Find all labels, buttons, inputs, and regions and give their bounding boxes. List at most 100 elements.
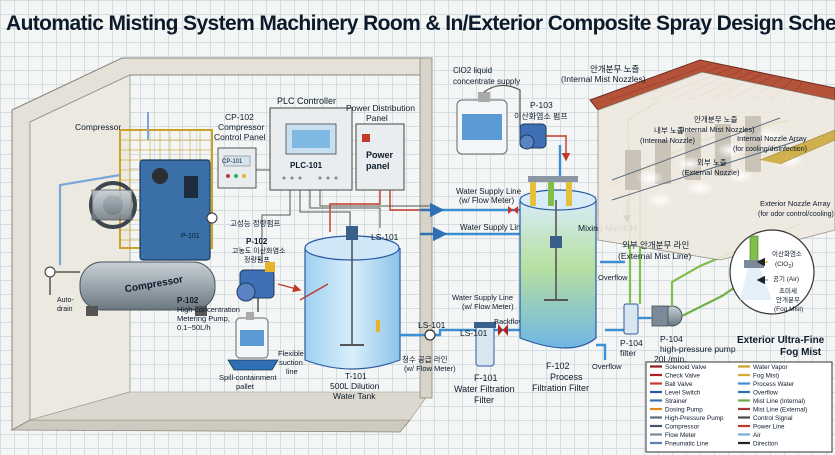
chemical-jug — [227, 312, 279, 371]
p102a-label: P-102 — [246, 237, 268, 246]
power-label-2: panel — [366, 161, 390, 171]
ext-arr-label-2: (for odor control/cooling) — [758, 211, 834, 218]
barn-building — [589, 59, 835, 261]
clo2-label-2: concentrate supply — [453, 77, 520, 86]
pump-p103[interactable] — [519, 123, 547, 150]
wsl-label-1: Water Supply Line — [456, 187, 522, 196]
p104a-label-2: filter — [620, 348, 636, 358]
overflow-label-2: Overflow — [592, 362, 622, 371]
f101-label: F-101 — [474, 373, 498, 383]
circle-label-2c: ) — [791, 261, 793, 268]
dosing-arrow — [277, 283, 302, 293]
legend-right-item-label: Overflow — [753, 390, 778, 397]
compressor-unit[interactable] — [44, 129, 218, 316]
f101-label-2: Water Filtration — [454, 384, 515, 394]
legend-right-item-label: Mist Line (Internal) — [753, 398, 805, 405]
air-line — [58, 173, 121, 265]
p104b-label-2: high-pressure pump — [660, 344, 736, 354]
ls101b-label: LS-101 — [418, 320, 446, 330]
legend-right-item-label: Direction — [753, 441, 778, 448]
process-tank-f102[interactable] — [519, 176, 597, 349]
cp102-label-2: Compressor — [218, 122, 264, 132]
legend-right-item-label: Fog Mist) — [753, 373, 779, 380]
overflow-label: Overflow — [598, 273, 628, 282]
legend-right-item-label: Control Signal — [753, 415, 793, 422]
kr-pump-label: 고성능 정량펌프 — [230, 218, 280, 228]
legend-left-item-label: Check Valve — [665, 373, 700, 380]
int-noz-kr-label: 내부 노즐 — [654, 126, 684, 135]
valve-ls101b[interactable] — [424, 329, 436, 341]
legend-left-item-label: Ball Valve — [665, 381, 693, 388]
filter-f101[interactable] — [474, 322, 496, 367]
ext-line-kr-label: 외부 안개분무 라인 — [622, 240, 689, 250]
pdp-label-2: Panel — [366, 113, 388, 123]
filter-p104[interactable] — [623, 303, 639, 335]
p103-label: P-103 — [530, 100, 553, 110]
flex-label-2: suction — [279, 358, 303, 367]
legend-left-item-label: Solenoid Valve — [665, 364, 707, 371]
ext-noz-kr-label: 외부 노즐 — [697, 157, 727, 167]
f101-label-3: Filter — [474, 395, 494, 405]
pdp-label: Power Distribution — [346, 103, 415, 113]
t101-label-2: 500L Dilution — [330, 381, 380, 391]
legend-left-item-label: Compressor — [665, 424, 699, 431]
f102-label-3: Filtration Filter — [532, 383, 589, 393]
int-mist-en-label: (Internal Mist Nozzles) — [561, 74, 646, 84]
circle-label-3: 공기 (Air) — [773, 274, 799, 283]
power-wiring — [329, 190, 430, 232]
kr-supply-label-2: (w/ Flow Meter) — [404, 364, 456, 373]
power-panel[interactable] — [355, 123, 405, 191]
compressor-label: Compressor — [75, 122, 121, 132]
p103-label-2: 이산화염소 펌프 — [514, 111, 568, 121]
ls101a-label: LS-101 — [371, 232, 399, 242]
circle-label-6: (Fog Mist) — [774, 306, 803, 313]
t101-dose-line — [299, 283, 329, 301]
legend-left-item-label: High-Pressure Pump — [665, 415, 724, 422]
f102-label-2: Process — [550, 372, 583, 382]
legend-right-item-label: Power Line — [753, 424, 785, 431]
legend-left-item-label: Level Switch — [665, 390, 701, 397]
auto-drain-label-2: drain — [57, 306, 73, 313]
int-arr-label-2: (for cooling/disinfection) — [733, 146, 807, 153]
clo2-container[interactable] — [456, 92, 508, 155]
ext-fog-label: Exterior Ultra-Fine — [737, 335, 825, 346]
dilution-tank-t101[interactable] — [304, 226, 401, 370]
wsl-label-5: (w/ Flow Meter) — [462, 302, 514, 311]
valve-backflow[interactable] — [498, 324, 508, 336]
metering-pump-p102[interactable] — [236, 262, 275, 302]
nozzle-detail-circle — [729, 229, 815, 315]
legend-left-item-label: Dosing Pump — [665, 407, 703, 414]
legend-right-item-label: Water Vapor — [753, 364, 788, 371]
cp102-panel[interactable] — [217, 147, 257, 189]
high-pressure-pump-p104[interactable] — [651, 305, 683, 327]
p104b-label: P-104 — [660, 334, 683, 344]
clo2-label: ClO2 liquid — [453, 66, 492, 75]
legend-left-item-label: Pneumatic Line — [665, 441, 709, 448]
legend-right-item-label: Process Water — [753, 381, 794, 388]
circle-label-2: (ClO2) — [775, 261, 793, 270]
spill-label: Spill-containment — [219, 373, 277, 382]
ext-arr-label: Exterior Nozzle Array — [760, 199, 831, 208]
int-noz-en-label: (Internal Nozzle) — [640, 136, 696, 145]
plc-controller[interactable] — [269, 107, 353, 191]
f102-label: F-102 — [546, 361, 570, 371]
flex-label-3: line — [286, 367, 298, 376]
wsl-label-2: (w/ Flow Meter) — [459, 196, 514, 205]
cp102-label: CP-102 — [225, 112, 254, 122]
valve-supply-b[interactable] — [508, 206, 518, 214]
circle-label-2b: 2 — [788, 264, 791, 270]
p102b-label-4: 0.1~50L/h — [177, 323, 211, 332]
machinery-room — [10, 57, 433, 433]
legend-left-item-label: Flow Meter — [665, 432, 696, 439]
legend-right-item-label: Air — [753, 432, 761, 439]
spill-label-2: pallet — [236, 382, 255, 391]
cp102-label-3: Control Panel — [214, 132, 266, 142]
diagram-title: Automatic Misting System Machinery Room … — [6, 12, 835, 35]
legend-right-item-label: Mist Line (External) — [753, 407, 807, 414]
p102b-label-3: Metering Pump, — [177, 314, 230, 323]
